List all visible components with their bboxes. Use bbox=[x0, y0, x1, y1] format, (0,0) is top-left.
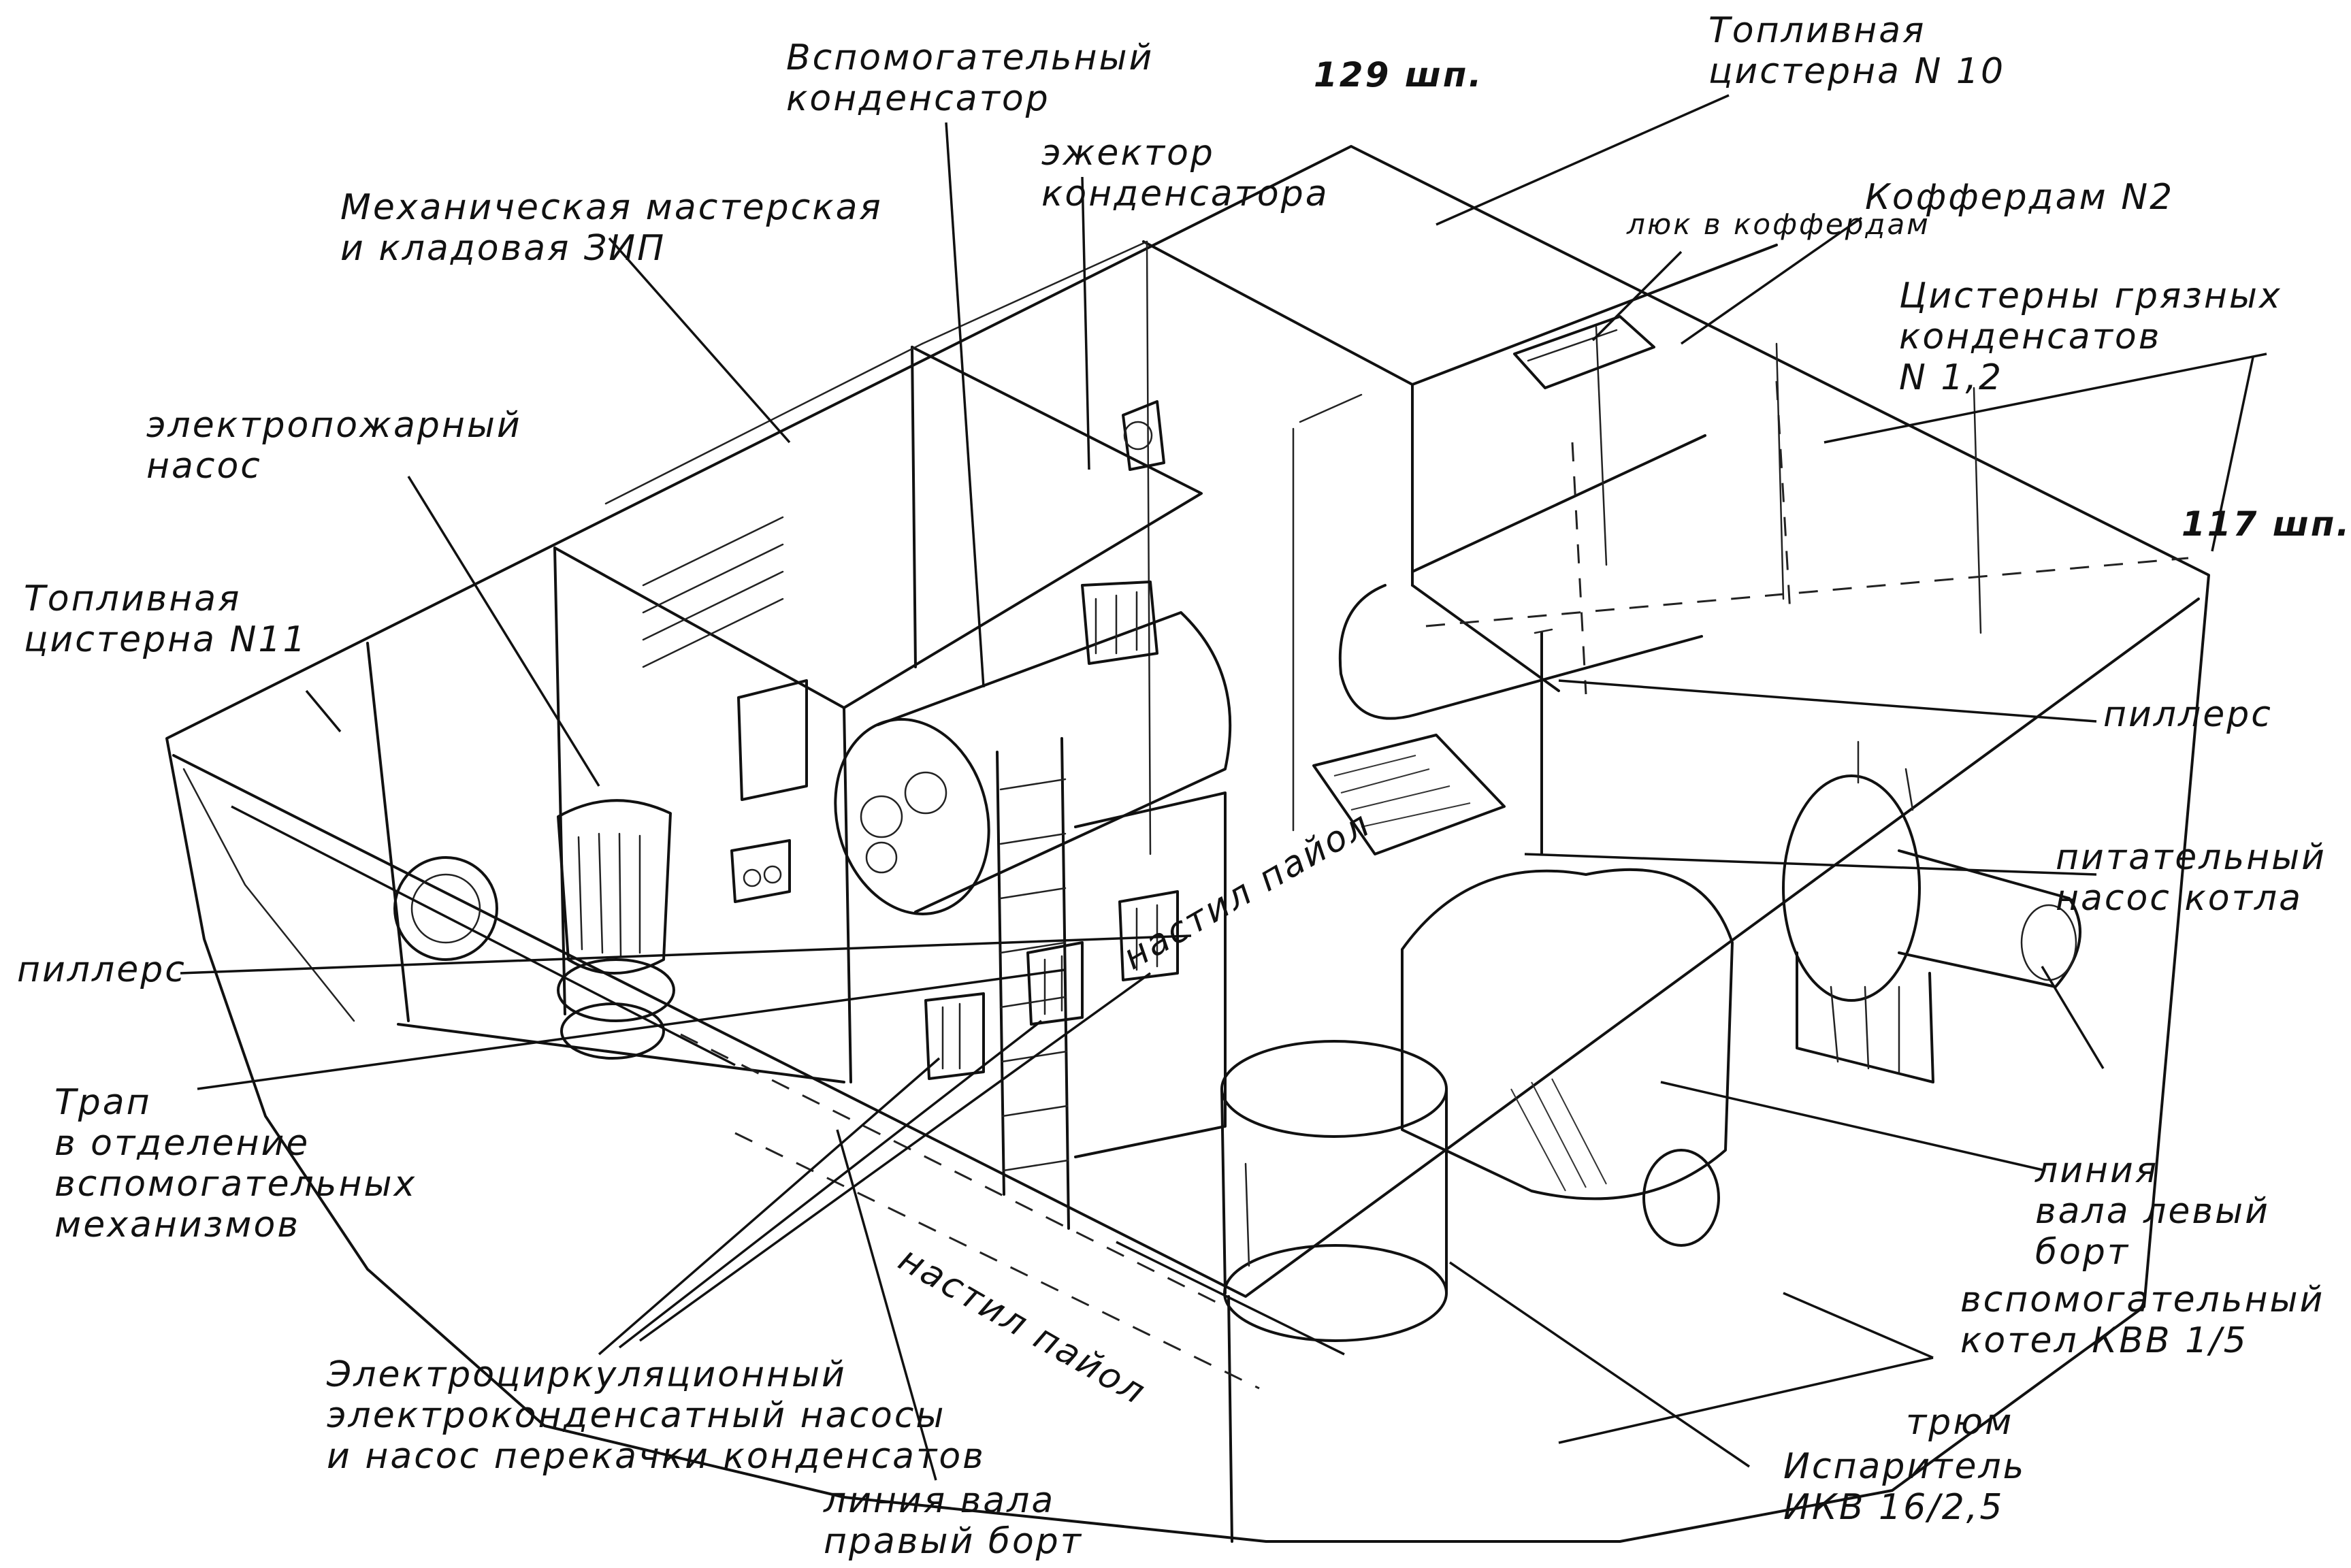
frame-129-label: 129 шп. bbox=[1314, 55, 1484, 95]
manhole-cover bbox=[1513, 315, 1655, 389]
label-bilge: трюм bbox=[1906, 1402, 2014, 1443]
evaporator bbox=[1220, 1040, 1448, 1342]
aux-condenser bbox=[834, 581, 1232, 915]
frame-117-label: 117 шп. bbox=[2182, 504, 2351, 544]
small-pumps bbox=[924, 890, 1179, 1080]
boiler-feed-pump bbox=[1312, 734, 1506, 855]
flooring bbox=[680, 791, 1260, 1390]
ladder bbox=[996, 737, 1070, 1230]
upper-bulkheads bbox=[1142, 240, 2189, 855]
leader-lines bbox=[180, 94, 2267, 1481]
label-piller-left: пиллерс bbox=[17, 949, 187, 990]
fire-pump bbox=[557, 799, 675, 1060]
label-manhole: люк в коффердам bbox=[1627, 208, 1930, 241]
pipeline bbox=[1338, 584, 1703, 720]
engine-room-sketch bbox=[165, 94, 2267, 1543]
aux-boiler bbox=[1401, 868, 1734, 1247]
fuel-tank-11-bulkhead bbox=[366, 642, 845, 1083]
pillars bbox=[1534, 628, 1553, 855]
ejector bbox=[1122, 400, 1165, 471]
shaft-line-left bbox=[1782, 740, 2081, 1083]
label-cofferdam: Коффердам N2 bbox=[1865, 177, 2175, 218]
hull-outline bbox=[165, 145, 2210, 1543]
label-piller-right: пиллерс bbox=[2103, 694, 2273, 735]
